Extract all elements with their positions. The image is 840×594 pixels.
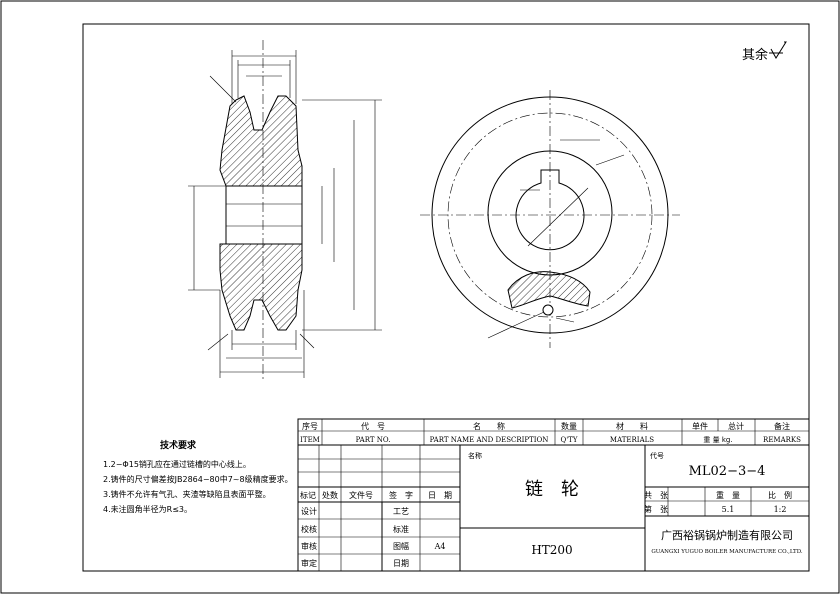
sign-label-review: 审核: [301, 541, 317, 551]
mid-label-date: 日期: [393, 559, 409, 568]
header-part-en: PART NO.: [356, 436, 391, 444]
rev-label-date: 日 期: [428, 491, 452, 500]
rev-label-doc: 文件号: [349, 490, 373, 500]
sign-label-approve: 审定: [301, 558, 317, 568]
lower-section-hatch: [219, 243, 303, 331]
company-name-en: GUANGXI YUGUO BOILER MANUFACTURE CO.,LTD…: [651, 549, 803, 555]
rev-label-count: 处数: [322, 490, 338, 500]
header-name-cn: 名 称: [473, 421, 505, 431]
technical-requirements: 技术要求 1.2−Φ15销孔应在通过链槽的中心线上。 2.铸件的尺寸偏差按JB2…: [103, 439, 293, 514]
surface-note-text: 其余: [742, 47, 768, 63]
rev-label-mark: 标记: [300, 490, 316, 500]
tech-req-item: 4.未注圆角半径为R≤3。: [103, 504, 192, 514]
header-remarks-cn: 备注: [774, 421, 790, 431]
tech-req-item: 3.铸件不允许有气孔、夹渣等缺陷且表面平整。: [103, 489, 271, 499]
material-value: HT200: [531, 543, 572, 557]
sheet-total-label: 共 张: [644, 491, 668, 500]
code-label: 代号: [650, 451, 664, 460]
bore-region: [225, 185, 303, 245]
header-part-cn: 代 号: [361, 421, 385, 431]
tech-req-item: 2.铸件的尺寸偏差按JB2864−80中7~8级精度要求。: [103, 474, 293, 484]
scale-value: 1:2: [774, 505, 787, 514]
header-mat-en: MATERIALS: [610, 436, 654, 444]
sign-label-check: 校核: [301, 524, 317, 534]
mid-label-process: 工艺: [393, 507, 409, 516]
mid-label-sheet-size: 图幅: [393, 541, 409, 551]
header-qty-en: Q'TY: [561, 436, 578, 444]
section-view: [188, 40, 382, 380]
title-block-frame: [297, 418, 810, 572]
part-name: 链 轮: [525, 479, 579, 500]
header-name-en: PART NAME AND DESCRIPTION: [430, 436, 549, 444]
roughness-symbol-icon: [769, 41, 787, 59]
weight-value: 5.1: [722, 505, 735, 514]
drawing-frame: [82, 23, 810, 572]
name-label: 名称: [468, 451, 482, 460]
sheet-no-label: 第 张: [644, 504, 668, 514]
leader-line: [299, 333, 315, 349]
leader-line: [555, 317, 575, 323]
tech-req-item: 1.2−Φ15销孔应在通过链槽的中心线上。: [103, 459, 251, 469]
title-block: 序号 ITEM 代 号 PART NO. 名 称 PART NAME AND D…: [297, 418, 810, 572]
rev-label-sign: 签 字: [389, 490, 413, 500]
leader-line: [207, 333, 229, 351]
surface-finish-note: 其余: [742, 41, 787, 63]
tech-req-title: 技术要求: [160, 439, 197, 451]
mid-label-standard: 标准: [393, 524, 409, 534]
company-name-cn: 广西裕锅锅炉制造有限公司: [661, 528, 793, 542]
header-unit-cn: 单件: [692, 421, 708, 431]
sign-label-design: 设计: [301, 506, 317, 516]
header-remarks-en: REMARKS: [763, 436, 801, 444]
leader-line: [595, 154, 625, 166]
front-view: [420, 90, 680, 348]
header-item-cn: 序号: [302, 421, 318, 431]
leader-line: [209, 75, 237, 103]
broken-section-hatch: [507, 271, 591, 309]
weight-label: 重 量: [716, 490, 740, 500]
header-qty-cn: 数量: [561, 421, 577, 431]
upper-section-hatch: [219, 95, 303, 187]
pin-hole: [542, 304, 554, 316]
sheet-size-value: A4: [434, 542, 446, 551]
header-weight-cn: 重 量 kg.: [703, 436, 732, 444]
header-mat-cn: 材 料: [616, 421, 648, 431]
drawing-number: ML02−3−4: [689, 464, 766, 479]
scale-label: 比 例: [768, 490, 792, 500]
header-total-cn: 总计: [728, 421, 744, 431]
header-item-en: ITEM: [300, 436, 320, 444]
leader-line: [487, 311, 545, 339]
leader-line: [527, 187, 589, 247]
